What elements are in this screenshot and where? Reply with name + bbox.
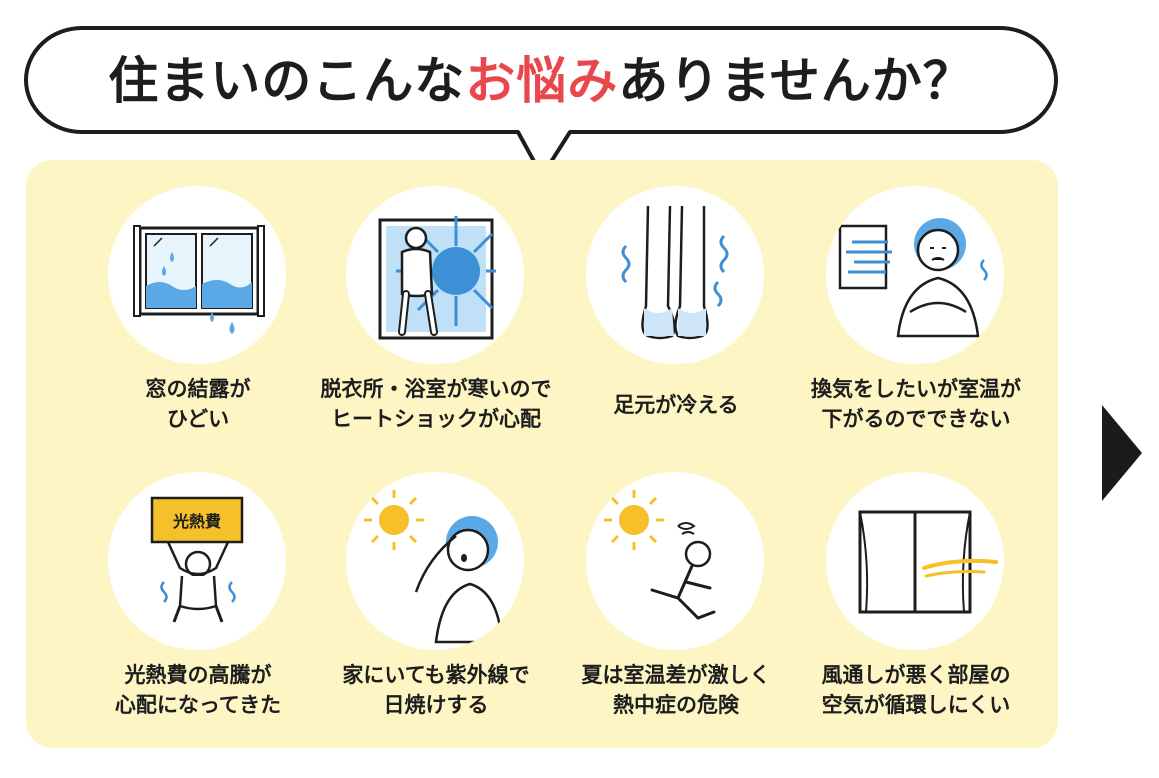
caption-line: 日焼けする [383,693,489,717]
caption-line: 家にいても紫外線で [342,663,530,687]
caption-line: 光熱費の高騰が [124,663,272,687]
cold-bathroom-icon [346,186,524,364]
caption-line: 窓の結露が [145,377,251,401]
headline-part2: ありませんか？ [618,52,974,110]
concern-item-condensation: 窓の結露が ひどい [78,160,318,450]
concern-caption: 脱衣所・浴室が寒いので ヒートショックが心配 [316,374,556,434]
sunburn-icon [346,472,524,650]
caption-line: 換気をしたいが室温が [811,377,1021,401]
concern-caption: 家にいても紫外線で 日焼けする [316,660,556,720]
utility-bill-icon: 光熱費 [108,472,286,650]
caption-line: 下がるのでできない [821,407,1011,431]
caption-line: 脱衣所・浴室が寒いので [320,377,552,401]
concern-item-uv: 家にいても紫外線で 日焼けする [316,446,556,736]
heatstroke-icon [586,472,764,650]
cold-feet-icon [586,186,764,364]
cold-ventilation-icon [826,186,1004,364]
caption-line: ヒートショックが心配 [331,407,541,431]
utility-bill-sign: 光熱費 [172,512,221,531]
concern-item-heatstroke: 夏は室温差が激しく 熱中症の危険 [556,446,796,736]
speech-bubble: 住まいのこんなお悩みありませんか？ [22,24,1060,174]
concern-item-heat-shock: 脱衣所・浴室が寒いので ヒートショックが心配 [316,160,556,450]
concerns-panel: 窓の結露が ひどい 脱衣所・浴室が寒いので [26,160,1058,748]
window-condensation-icon [108,186,286,364]
concern-item-utility-bills: 光熱費 光熱費の高騰が 心配になってきた [78,446,318,736]
caption-line: 心配になってきた [114,693,282,717]
concern-caption: 夏は室温差が激しく 熱中症の危険 [556,660,796,720]
caption-line: 空気が循環しにくい [821,693,1011,717]
concern-item-ventilation: 換気をしたいが室温が 下がるのでできない [796,160,1036,450]
caption-line: 足元が冷える [613,393,739,417]
headline-accent: お悩み [465,52,619,110]
concern-caption: 窓の結露が ひどい [78,374,318,434]
stale-air-icon [826,472,1004,650]
headline-part1: 住まいのこんな [108,52,466,110]
concern-caption: 換気をしたいが室温が 下がるのでできない [796,374,1036,434]
concern-caption: 光熱費の高騰が 心配になってきた [78,660,318,720]
concern-item-cold-feet: 足元が冷える [556,160,796,450]
caption-line: 風通しが悪く部屋の [821,663,1011,687]
speech-bubble-outline [24,26,1058,174]
concern-caption: 風通しが悪く部屋の 空気が循環しにくい [796,660,1036,720]
caption-line: ひどい [166,407,230,431]
caption-line: 夏は室温差が激しく [581,663,771,687]
concern-caption: 足元が冷える [556,390,796,420]
next-arrow-icon [1102,405,1142,501]
caption-line: 熱中症の危険 [613,693,739,717]
page-title: 住まいのこんなお悩みありませんか？ [22,24,1060,130]
concern-item-air-circulation: 風通しが悪く部屋の 空気が循環しにくい [796,446,1036,736]
